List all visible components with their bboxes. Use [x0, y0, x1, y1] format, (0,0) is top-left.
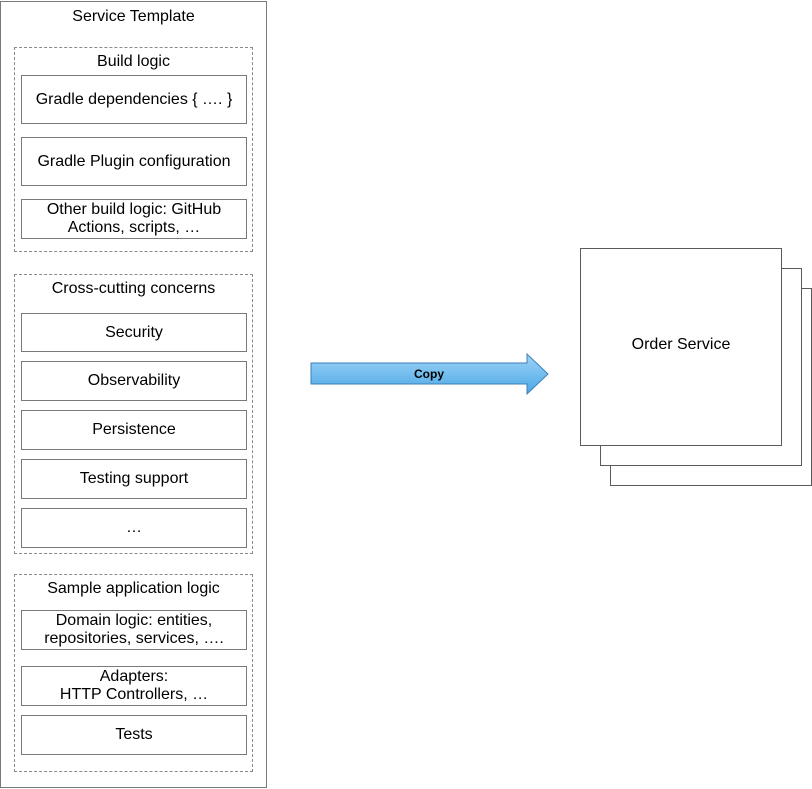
order-service-label: Order Service: [631, 336, 731, 353]
build-logic-title: Build logic: [97, 53, 170, 70]
adapters-box: Adapters: HTTP Controllers, …: [21, 666, 247, 706]
more-concerns-box: …: [21, 508, 247, 548]
sample-app-logic-group: Sample application logic: [14, 574, 253, 772]
order-service-box: Order Service: [580, 248, 782, 446]
tests-box: Tests: [21, 715, 247, 755]
domain-logic-box: Domain logic: entities, repositories, se…: [21, 610, 247, 650]
copy-arrow-label: Copy: [414, 367, 444, 381]
persistence-box: Persistence: [21, 410, 247, 450]
cross-cutting-title: Cross-cutting concerns: [51, 280, 216, 297]
observability-box: Observability: [21, 361, 247, 401]
sample-app-logic-title: Sample application logic: [47, 580, 220, 597]
service-template-title: Service Template: [72, 8, 195, 25]
copy-arrow-shape: [310, 352, 549, 396]
cross-cutting-group: Cross-cutting concerns: [14, 274, 253, 554]
other-build-logic-box: Other build logic: GitHub Actions, scrip…: [21, 199, 247, 239]
gradle-dependencies-box: Gradle dependencies { …. }: [21, 75, 247, 124]
build-logic-group: Build logic: [14, 47, 253, 252]
testing-support-box: Testing support: [21, 459, 247, 499]
gradle-plugin-config-box: Gradle Plugin configuration: [21, 137, 247, 186]
security-box: Security: [21, 313, 247, 352]
